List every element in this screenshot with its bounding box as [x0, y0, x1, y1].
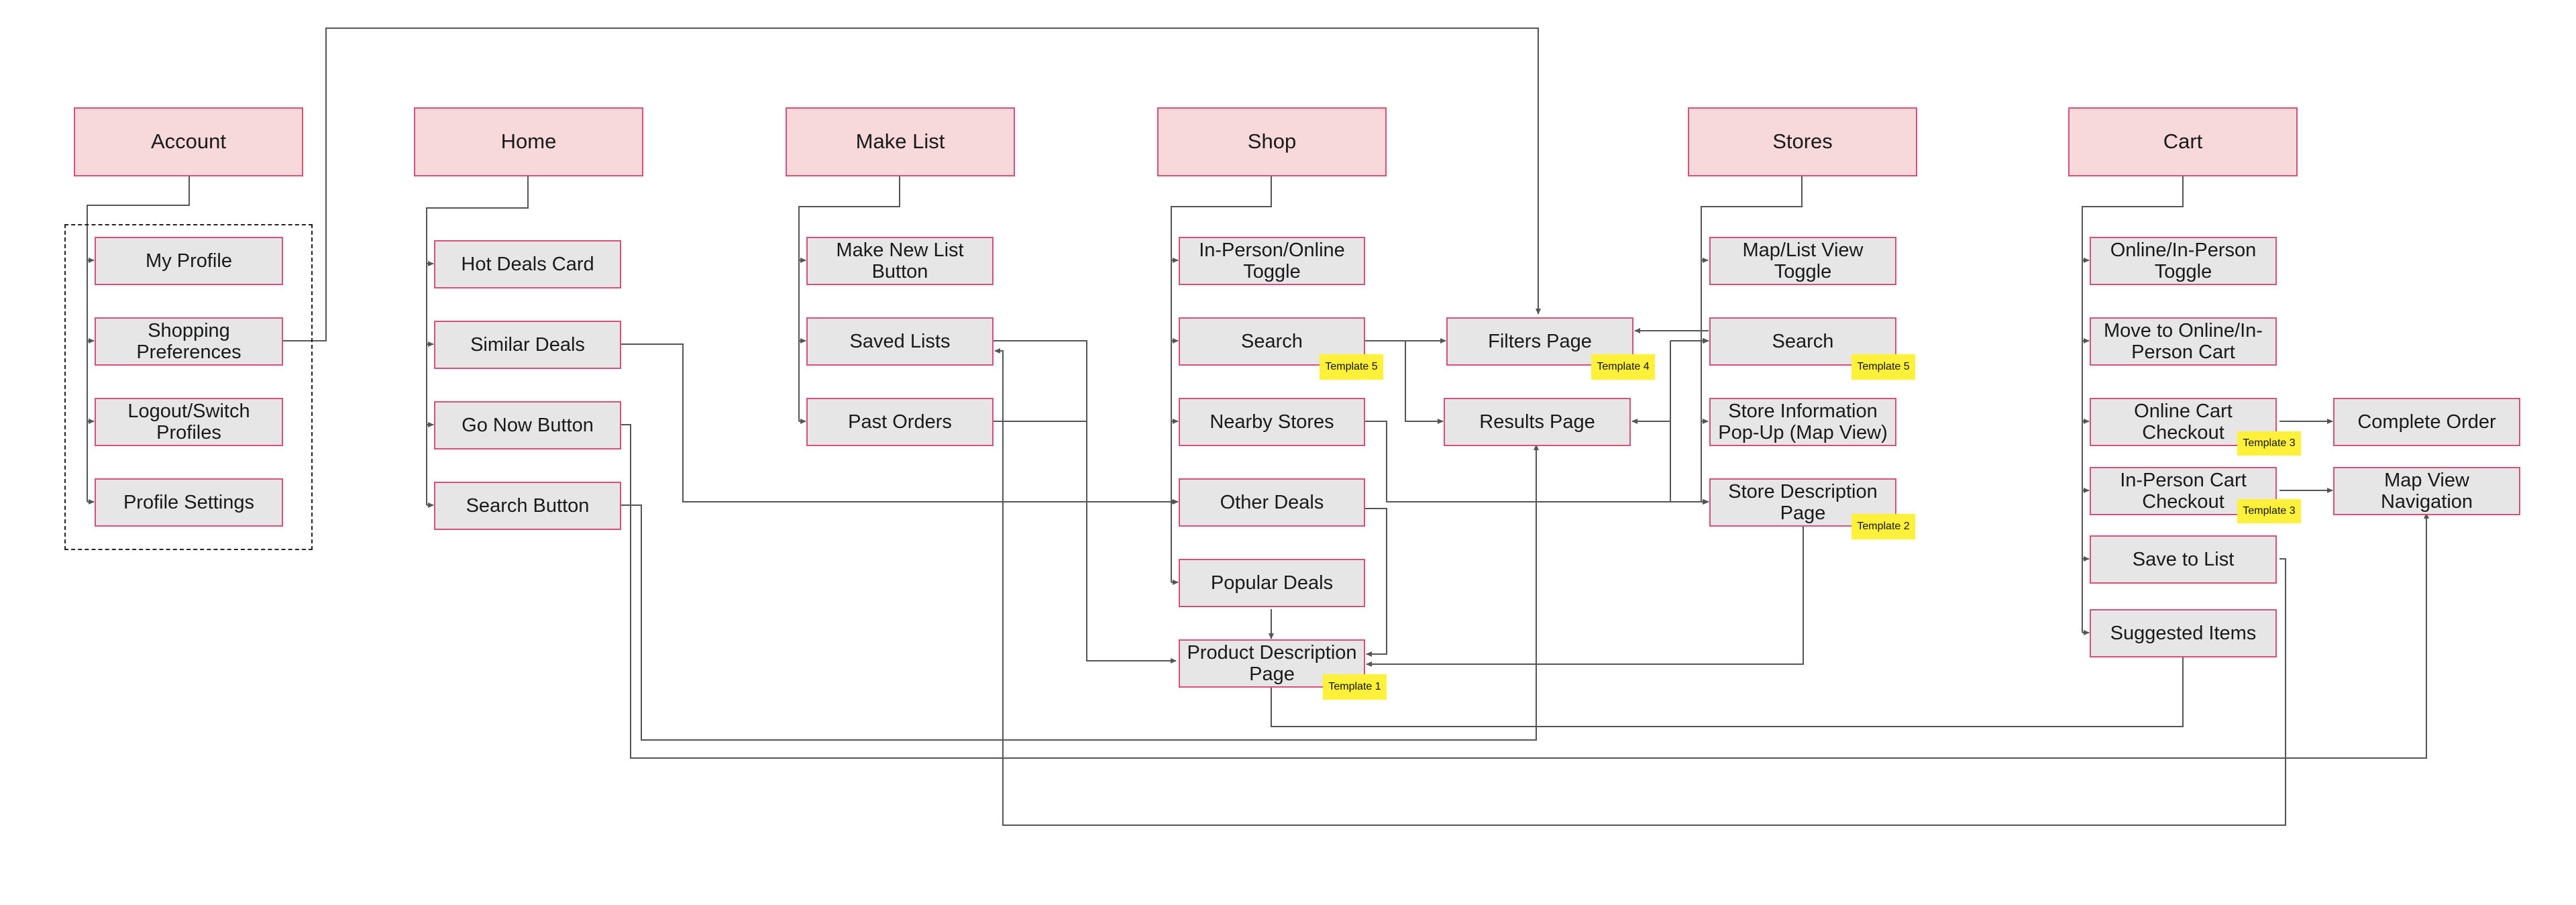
- connector: [2082, 176, 2184, 633]
- similar-deals-node[interactable]: Similar Deals: [434, 321, 621, 369]
- results-page-node[interactable]: Results Page: [1444, 398, 1631, 446]
- connector: [1269, 656, 2184, 727]
- hot-deals-card-node[interactable]: Hot Deals Card: [434, 240, 621, 288]
- store-description-page-node[interactable]: Store Description Page: [1709, 478, 1896, 527]
- connector: [994, 348, 2286, 826]
- connector: [798, 176, 900, 421]
- account-group-box: [64, 224, 313, 550]
- shop-header[interactable]: Shop: [1157, 107, 1387, 176]
- connector: [1366, 527, 1804, 667]
- store-information-popup-node[interactable]: Store Information Pop-Up (Map View): [1709, 398, 1896, 446]
- complete-order-node[interactable]: Complete Order: [2333, 398, 2520, 446]
- template-tag: Template 3: [2237, 431, 2301, 456]
- template-tag: Template 1: [1323, 674, 1387, 700]
- stores-header[interactable]: Stores: [1688, 107, 1917, 176]
- in-person-online-toggle-node[interactable]: In-Person/Online Toggle: [1179, 237, 1365, 285]
- connector: [87, 176, 190, 502]
- nearby-stores-node[interactable]: Nearby Stores: [1179, 398, 1365, 446]
- template-tag: Template 5: [1320, 354, 1383, 380]
- home-header[interactable]: Home: [414, 107, 643, 176]
- connector: [1405, 341, 1444, 424]
- online-cart-checkout-node[interactable]: Online Cart Checkout: [2090, 398, 2277, 446]
- logout-switch-profiles-node[interactable]: Logout/Switch Profiles: [95, 398, 283, 446]
- suggested-items-node[interactable]: Suggested Items: [2090, 609, 2277, 657]
- past-orders-node[interactable]: Past Orders: [806, 398, 994, 446]
- connector: [621, 424, 2429, 759]
- move-to-cart-node[interactable]: Move to Online/In-Person Cart: [2090, 317, 2277, 366]
- profile-settings-node[interactable]: Profile Settings: [95, 478, 283, 527]
- template-tag: Template 5: [1851, 354, 1915, 380]
- cart-header[interactable]: Cart: [2068, 107, 2298, 176]
- connector: [994, 340, 1177, 663]
- connector: [1171, 176, 1272, 582]
- template-tag: Template 2: [1851, 514, 1915, 539]
- map-view-navigation-node[interactable]: Map View Navigation: [2333, 467, 2520, 515]
- connector: [283, 28, 1541, 341]
- connector: [621, 343, 1177, 504]
- connector: [426, 176, 529, 505]
- online-in-person-toggle-node[interactable]: Online/In-Person Toggle: [2090, 237, 2277, 285]
- connector: [1701, 176, 1803, 502]
- make-new-list-button-node[interactable]: Make New List Button: [806, 237, 994, 285]
- connector: [1365, 421, 1709, 504]
- map-list-view-toggle-node[interactable]: Map/List View Toggle: [1709, 237, 1896, 285]
- save-to-list-node[interactable]: Save to List: [2090, 535, 2277, 584]
- make-list-header[interactable]: Make List: [786, 107, 1015, 176]
- template-tag: Template 4: [1591, 354, 1655, 380]
- template-tag: Template 3: [2237, 499, 2301, 523]
- in-person-cart-checkout-node[interactable]: In-Person Cart Checkout: [2090, 467, 2277, 515]
- account-header[interactable]: Account: [74, 107, 303, 176]
- search-button-node[interactable]: Search Button: [434, 482, 621, 530]
- my-profile-node[interactable]: My Profile: [95, 237, 283, 285]
- saved-lists-node[interactable]: Saved Lists: [806, 317, 994, 366]
- go-now-button-node[interactable]: Go Now Button: [434, 401, 621, 449]
- other-deals-node[interactable]: Other Deals: [1179, 478, 1365, 527]
- popular-deals-node[interactable]: Popular Deals: [1179, 559, 1365, 607]
- shopping-preferences-node[interactable]: Shopping Preferences: [95, 317, 283, 366]
- connector: [1365, 508, 1387, 657]
- connector: [621, 444, 1539, 741]
